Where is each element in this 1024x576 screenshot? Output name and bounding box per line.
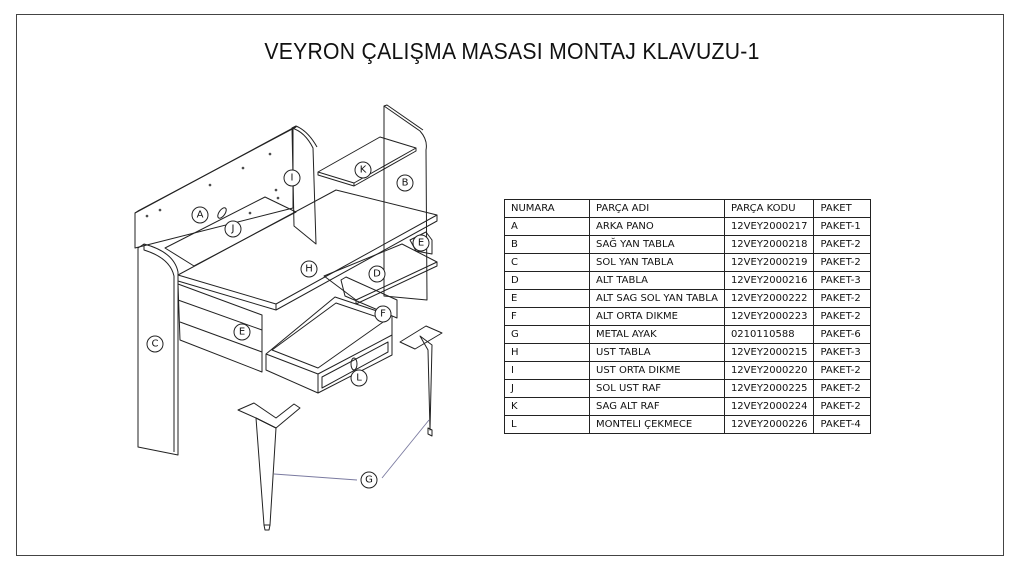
cell-parca-kodu: 12VEY2000215 (723, 343, 815, 362)
cell-parca-adi: METAL AYAK (589, 325, 725, 344)
cell-paket: PAKET-4 (813, 415, 872, 434)
table-row: K SAG ALT RAF 12VEY2000224 PAKET-2 (504, 397, 872, 416)
part-e-side-board-upper (409, 231, 433, 255)
callout-e-upper: E (418, 238, 424, 249)
cell-paket: PAKET-2 (813, 361, 872, 380)
cell-parca-adi: SOL YAN TABLA (589, 253, 725, 272)
table-row: G METAL AYAK 0210110588 PAKET-6 (504, 325, 872, 344)
cell-numara: A (504, 217, 590, 236)
cell-parca-adi: ALT SAG SOL YAN TABLA (589, 289, 725, 308)
cell-parca-kodu: 12VEY2000222 (723, 289, 815, 308)
table-row: J SOL UST RAF 12VEY2000225 PAKET-2 (504, 379, 872, 398)
callout-j: J (231, 224, 235, 235)
part-f-lower-middle-upright (340, 276, 398, 319)
part-c-left-side-panel (137, 243, 179, 456)
table-row: B SAĞ YAN TABLA 12VEY2000218 PAKET-2 (504, 235, 872, 254)
callout-i: I (291, 173, 294, 184)
page-title: VEYRON ÇALIŞMA MASASI MONTAJ KLAVUZU-1 (264, 38, 760, 64)
cell-paket: PAKET-2 (813, 289, 872, 308)
part-e-side-board-lower (177, 283, 263, 373)
cell-numara: G (504, 325, 590, 344)
header-parca-adi: PARÇA ADI (589, 199, 725, 218)
cell-paket: PAKET-3 (813, 343, 872, 362)
part-b-right-side-panel (383, 104, 428, 301)
cell-paket: PAKET-2 (813, 379, 872, 398)
header-paket: PAKET (813, 199, 872, 218)
cell-parca-adi: ARKA PANO (589, 217, 725, 236)
cell-parca-kodu: 12VEY2000225 (723, 379, 815, 398)
callout-a: A (197, 210, 204, 221)
callout-c: C (152, 339, 159, 350)
part-k-right-lower-shelf (317, 136, 417, 187)
cell-parca-kodu: 12VEY2000219 (723, 253, 815, 272)
cell-parca-adi: ALT TABLA (589, 271, 725, 290)
part-h-top-board (177, 189, 438, 311)
drawing-frame (16, 14, 1004, 556)
cell-paket: PAKET-2 (813, 253, 872, 272)
cell-parca-adi: MONTELI ÇEKMECE (589, 415, 725, 434)
callout-f: F (380, 309, 386, 320)
cell-paket: PAKET-3 (813, 271, 872, 290)
leader-lines-g (273, 419, 430, 481)
header-parca-kodu: PARÇA KODU (723, 199, 815, 218)
cell-numara: K (504, 397, 590, 416)
cell-parca-kodu: 12VEY2000217 (723, 217, 815, 236)
table-row: A ARKA PANO 12VEY2000217 PAKET-1 (504, 217, 872, 236)
cell-parca-adi: SOL UST RAF (589, 379, 725, 398)
cell-parca-adi: UST ORTA DIKME (589, 361, 725, 380)
cell-parca-kodu: 12VEY2000218 (723, 235, 815, 254)
cell-parca-kodu: 12VEY2000216 (723, 271, 815, 290)
part-l-drawer (265, 296, 393, 394)
part-g-metal-leg-left (237, 402, 301, 531)
cell-numara: H (504, 343, 590, 362)
cell-paket: PAKET-2 (813, 397, 872, 416)
cell-parca-kodu: 0210110588 (723, 325, 815, 344)
table-row: I UST ORTA DIKME 12VEY2000220 PAKET-2 (504, 361, 872, 380)
cell-numara: E (504, 289, 590, 308)
table-row: D ALT TABLA 12VEY2000216 PAKET-3 (504, 271, 872, 290)
cell-parca-adi: SAG ALT RAF (589, 397, 725, 416)
callout-circles (146, 161, 430, 489)
parts-table-header-row: NUMARA PARÇA ADI PARÇA KODU PAKET (504, 199, 872, 218)
cell-numara: B (504, 235, 590, 254)
callout-d: D (373, 269, 381, 280)
callout-g: G (365, 475, 373, 486)
part-d-bottom-board (323, 243, 438, 305)
part-a-back-panel (134, 126, 297, 249)
cell-parca-adi: UST TABLA (589, 343, 725, 362)
callout-k: K (360, 165, 367, 176)
cell-paket: PAKET-6 (813, 325, 872, 344)
part-i-upper-middle-upright (291, 125, 318, 245)
cell-numara: L (504, 415, 590, 434)
cell-paket: PAKET-2 (813, 307, 872, 326)
callout-b: B (402, 178, 409, 189)
cell-parca-kodu: 12VEY2000226 (723, 415, 815, 434)
cell-numara: F (504, 307, 590, 326)
callout-h: H (305, 264, 313, 275)
cell-paket: PAKET-2 (813, 235, 872, 254)
cell-parca-kodu: 12VEY2000220 (723, 361, 815, 380)
cell-paket: PAKET-1 (813, 217, 872, 236)
part-g-metal-leg-right (399, 325, 443, 437)
cell-numara: J (504, 379, 590, 398)
cell-parca-adi: ALT ORTA DIKME (589, 307, 725, 326)
cell-numara: C (504, 253, 590, 272)
cell-parca-adi: SAĞ YAN TABLA (589, 235, 725, 254)
header-numara: NUMARA (504, 199, 590, 218)
cell-numara: I (504, 361, 590, 380)
table-row: L MONTELI ÇEKMECE 12VEY2000226 PAKET-4 (504, 415, 872, 434)
callout-e-lower: E (239, 327, 245, 338)
callout-labels: A J I K B E H D E F C L G (152, 165, 425, 486)
table-row: H UST TABLA 12VEY2000215 PAKET-3 (504, 343, 872, 362)
table-row: F ALT ORTA DIKME 12VEY2000223 PAKET-2 (504, 307, 872, 326)
cell-numara: D (504, 271, 590, 290)
table-row: C SOL YAN TABLA 12VEY2000219 PAKET-2 (504, 253, 872, 272)
parts-table: NUMARA PARÇA ADI PARÇA KODU PAKET A ARKA… (504, 199, 872, 434)
table-row: E ALT SAG SOL YAN TABLA 12VEY2000222 PAK… (504, 289, 872, 308)
cell-parca-kodu: 12VEY2000223 (723, 307, 815, 326)
callout-l: L (356, 373, 362, 384)
cell-parca-kodu: 12VEY2000224 (723, 397, 815, 416)
